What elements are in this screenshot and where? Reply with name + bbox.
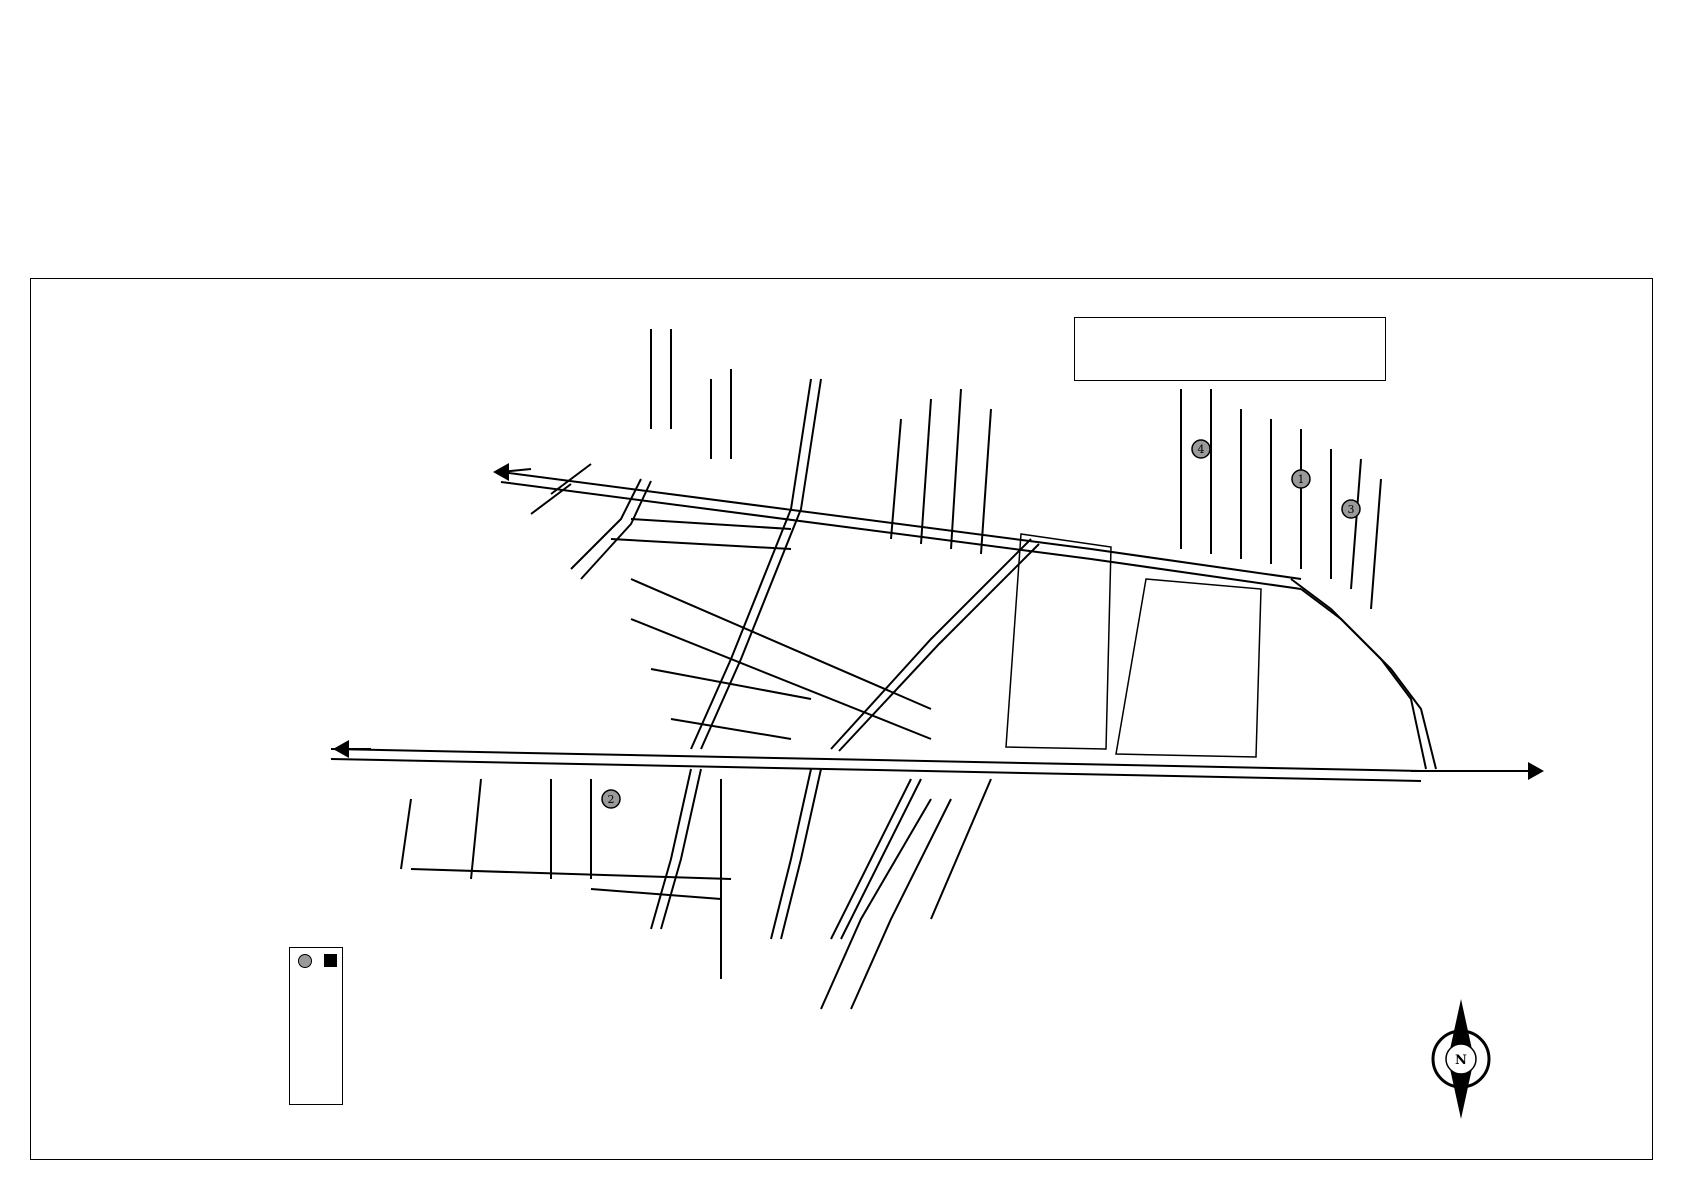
map-canvas[interactable]: 1 2 3 4 N <box>31 279 1653 1160</box>
legend <box>289 947 343 1105</box>
marker-3[interactable] <box>1341 499 1361 519</box>
road-network <box>330 329 1437 1010</box>
city-blocks <box>1005 533 1262 758</box>
property-marker[interactable]: 1 <box>1291 469 1311 489</box>
legend-row-property <box>318 948 344 1106</box>
comparable-marker[interactable]: 3 <box>1341 499 1361 519</box>
marker-1[interactable] <box>1291 469 1311 489</box>
marker-4[interactable] <box>1191 439 1211 459</box>
title-deed-box <box>1074 317 1386 381</box>
map-frame[interactable]: 1 2 3 4 N <box>30 278 1653 1160</box>
north-arrow-icon: N <box>1431 999 1491 1119</box>
marker-1-label: 1 <box>1298 473 1305 486</box>
comparable-marker[interactable]: 4 <box>1191 439 1211 459</box>
marker-2-label: 2 <box>608 793 615 806</box>
page-title <box>0 148 1683 198</box>
legend-content <box>290 948 344 1106</box>
direction-arrows <box>333 463 1544 780</box>
comparable-circle-icon <box>298 954 312 968</box>
comparable-marker[interactable]: 2 <box>601 789 621 809</box>
property-square-icon <box>324 954 338 967</box>
marker-3-label: 3 <box>1348 503 1355 516</box>
marker-2[interactable] <box>601 789 621 809</box>
legend-row-comparable <box>292 948 318 1106</box>
marker-4-label: 4 <box>1198 443 1205 456</box>
north-label: N <box>1455 1053 1467 1068</box>
